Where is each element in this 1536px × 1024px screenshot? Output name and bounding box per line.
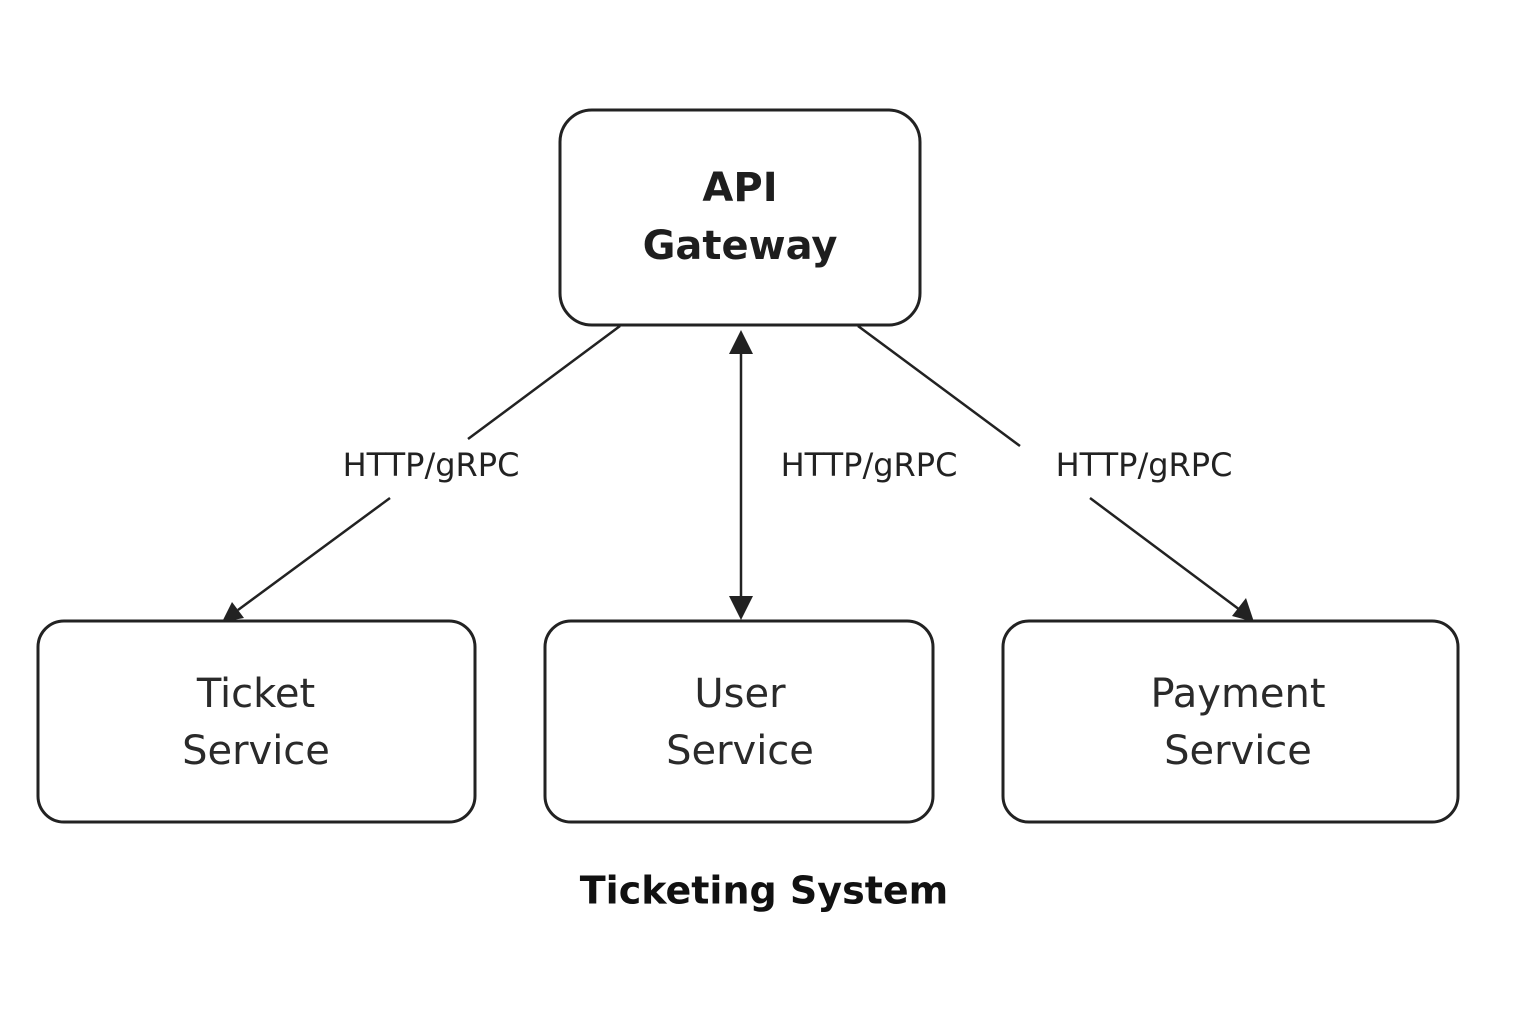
user-service-label-line2: Service [666,728,814,774]
payment-service-box [1001,619,1460,824]
edge-label-payment: HTTP/gRPC [1056,446,1233,484]
user-service-box [543,619,935,824]
ticket-service-label-line2: Service [182,728,330,774]
ticket-service-node[interactable]: Ticket Service [36,619,477,824]
arrow-head-payment [1232,598,1254,622]
arrow-head-user-down [729,596,753,620]
edge-gateway-payment-upper-line [857,324,1021,448]
edge-label-ticket: HTTP/gRPC [343,446,520,484]
arrow-head-user-up [729,330,753,354]
edge-gateway-ticket-lower-line [237,496,391,612]
edge-gateway-ticket: HTTP/gRPC [222,324,621,622]
api-gateway-node[interactable]: API Gateway [558,108,922,327]
ticket-service-box [36,619,477,824]
arrow-head-ticket [222,602,244,622]
payment-service-label-line1: Payment [1150,671,1325,717]
api-gateway-label-line2: Gateway [643,223,838,269]
api-gateway-label-line1: API [702,165,777,211]
edge-gateway-payment: HTTP/gRPC [857,324,1254,622]
user-service-node[interactable]: User Service [543,619,935,824]
edge-gateway-payment-lower-line [1089,496,1241,612]
payment-service-label-line2: Service [1164,728,1312,774]
edge-label-user: HTTP/gRPC [781,446,958,484]
edge-gateway-ticket-upper-line [467,324,621,441]
api-gateway-box [558,108,922,327]
payment-service-node[interactable]: Payment Service [1001,619,1460,824]
user-service-label-line1: User [694,671,786,717]
ticket-service-label-line1: Ticket [196,671,315,717]
diagram-caption: Ticketing System [580,869,948,913]
edge-gateway-user: HTTP/gRPC [729,330,957,620]
